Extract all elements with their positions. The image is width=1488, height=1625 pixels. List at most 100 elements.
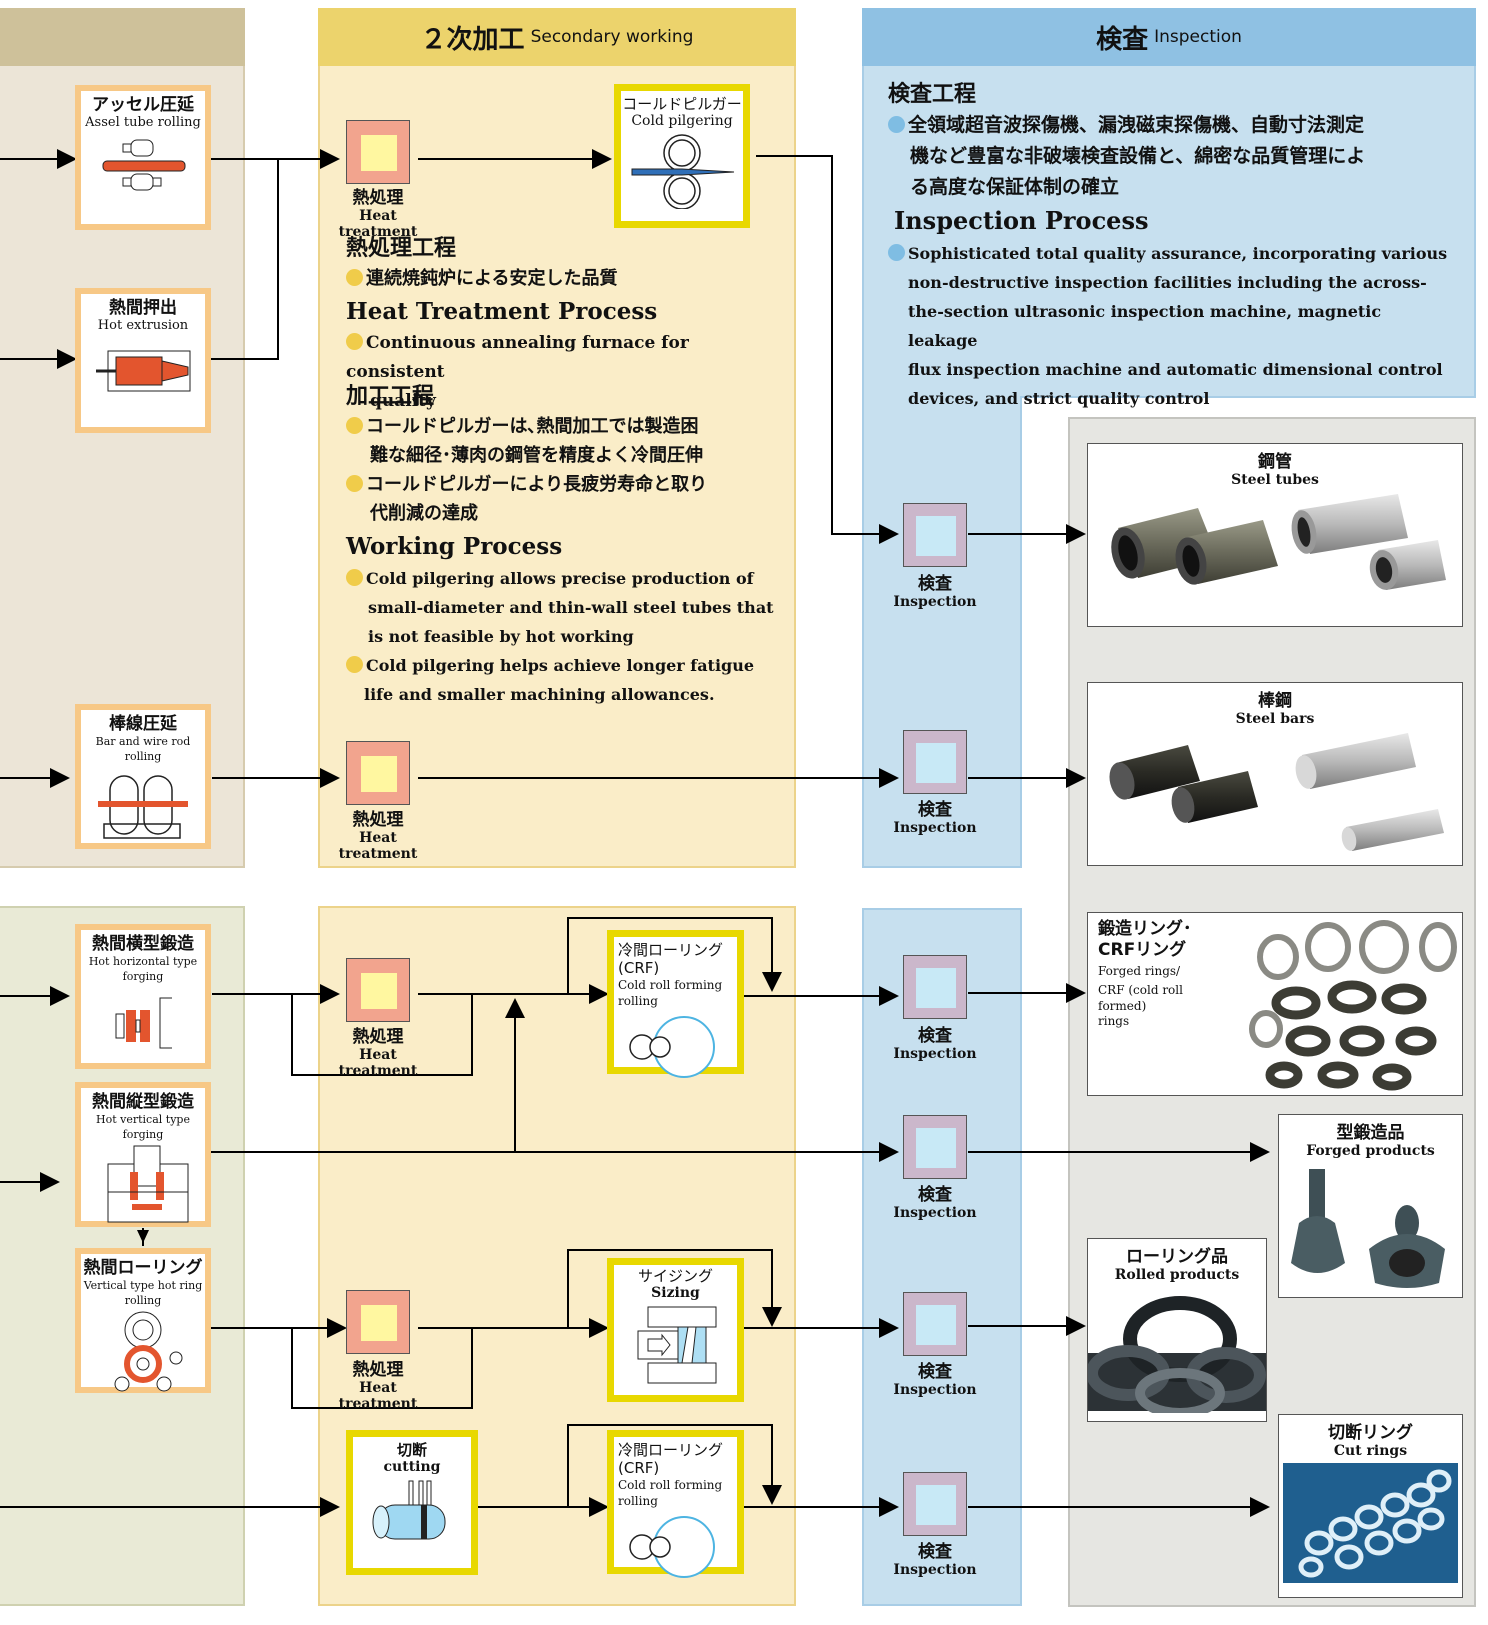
hot-extrusion-label-jp: 熱間押出: [109, 298, 177, 318]
heat-treatment-icon: [346, 1290, 410, 1354]
hot-extrusion-box: 熱間押出 Hot extrusion: [75, 288, 211, 433]
cut-rings-label-jp: 切断リング: [1328, 1423, 1413, 1443]
bar-wire-rod-rolling-box: 棒線圧延 Bar and wire rod rolling: [75, 704, 211, 849]
hot-extrusion-label-en: Hot extrusion: [97, 318, 189, 333]
inspection-bullet-jp: 全領域超音波探傷機、漏洩磁束探傷機、自動寸法測定: [888, 110, 1448, 141]
heat-treatment-icon: [346, 120, 410, 184]
hot-vertical-forging-box: 熱間縦型鍛造 Hot vertical type forging: [75, 1082, 211, 1227]
heat-process-title-jp: 熱処理工程: [346, 236, 457, 261]
heat-treatment-icon: [346, 958, 410, 1022]
hot-ring-label-jp: 熱間ローリング: [83, 1258, 203, 1278]
steel-tubes-product: 鋼管 Steel tubes: [1087, 443, 1463, 627]
working-bullet-en-1: Cold pilgering allows precise production…: [346, 564, 776, 593]
rolled-products-label-jp: ローリング品: [1126, 1247, 1228, 1267]
crf-label-jp: 冷間ローリング(CRF): [618, 941, 724, 977]
cutting-label-en: cutting: [383, 1459, 441, 1475]
steel-bars-product: 棒鋼 Steel bars: [1087, 682, 1463, 866]
hot-horizontal-label-en: Hot horizontal type forging: [88, 955, 198, 983]
forged-rings-labels: 鍛造リング･ CRFリング Forged rings/ CRF (cold ro…: [1098, 919, 1192, 1028]
sizing-label-en: Sizing: [651, 1285, 700, 1301]
steel-tubes-label-jp: 鋼管: [1258, 452, 1292, 472]
horizontal-forging-icon: [115, 997, 172, 1049]
primary-working-header: [0, 8, 245, 66]
steel-bars-label-jp: 棒鋼: [1258, 691, 1292, 711]
steel-tubes-image: [1111, 494, 1446, 590]
forged-products-label-jp: 型鍛造品: [1336, 1123, 1405, 1143]
cut-rings-label-en: Cut rings: [1333, 1443, 1408, 1459]
heat-treatment-process-text: 熱処理工程 連続焼鈍炉による安定した品質 Heat Treatment Proc…: [346, 234, 766, 416]
cold-roll-forming-box: 冷間ローリング(CRF) Cold roll forming rolling: [607, 1430, 744, 1578]
inspection-bullet-jp-cont2: る高度な保証体制の確立: [910, 176, 1120, 198]
heat-process-bullet-en: Continuous annealing furnace for consist…: [346, 329, 766, 387]
assel-tube-rolling-box: アッセル圧延 Assel tube rolling: [75, 85, 211, 230]
sizing-label-jp: サイジング: [637, 1267, 713, 1285]
steel-bars-label-en: Steel bars: [1235, 711, 1315, 727]
forged-products-product: 型鍛造品 Forged products: [1278, 1114, 1463, 1298]
forged-rings-product: 鍛造リング･ CRFリング Forged rings/ CRF (cold ro…: [1087, 912, 1463, 1096]
assel-label-en: Assel tube rolling: [85, 115, 201, 130]
inspection-bullet-jp-cont: 機など豊富な非破壊検査設備と、綿密な品質管理によ: [910, 145, 1366, 167]
cold-roll-forming-box: 冷間ローリング(CRF) Cold roll forming rolling: [607, 930, 744, 1078]
working-bullet-jp-2-cont: 代削減の達成: [370, 503, 478, 524]
heat-process-bullet-en-cont: quality: [370, 391, 436, 411]
rolled-products-image: [1086, 1296, 1266, 1418]
heat-process-title-en: Heat Treatment Process: [346, 298, 658, 325]
heat-treatment-icon: [346, 741, 410, 805]
cold-pilgering-box: コールドピルガー Cold pilgering: [614, 84, 750, 228]
inspection-bullet-en-cont2: the-section ultrasonic inspection machin…: [908, 302, 1382, 350]
working-bullet-en-1-cont: small-diameter and thin-wall steel tubes…: [368, 598, 774, 617]
inspection-icon: [903, 955, 967, 1019]
forged-products-label-en: Forged products: [1306, 1143, 1435, 1159]
crf-label-jp: 冷間ローリング(CRF): [618, 1441, 724, 1477]
bar-rolling-mill-icon: [98, 775, 188, 839]
working-process-title-en: Working Process: [346, 533, 563, 560]
working-process-text: 加工工程 コールドピルガーは､熱間加工では製造困 難な細径･薄肉の鋼管を精度よく…: [346, 382, 776, 709]
hot-ring-label-en: Vertical type hot ring rolling: [83, 1279, 203, 1307]
cutting-label-jp: 切断: [396, 1441, 427, 1459]
cold-roll-forming-icon: [629, 1016, 715, 1078]
cold-pilgering-label-jp: コールドピルガー: [622, 95, 742, 113]
inspection-icon: [903, 503, 967, 567]
working-bullet-jp-1: コールドピルガーは､熱間加工では製造困: [346, 412, 776, 441]
crf-label-en: Cold roll forming rolling: [618, 978, 723, 1008]
working-bullet-jp-2: コールドピルガーにより長疲労寿命と取り: [346, 470, 776, 499]
working-bullet-jp-1-cont: 難な細径･薄肉の鋼管を精度よく冷間圧伸: [370, 445, 703, 466]
hot-extrusion-icon: [96, 350, 191, 392]
rolled-products-product: ローリング品 Rolled products: [1086, 1238, 1267, 1422]
working-process-title-jp: 加工工程: [346, 384, 435, 409]
rolled-products-label-en: Rolled products: [1114, 1267, 1240, 1283]
cold-pilgering-label-en: Cold pilgering: [631, 113, 733, 129]
inspection-bullet-en-cont4: devices, and strict quality control: [908, 389, 1210, 408]
working-bullet-en-2: Cold pilgering helps achieve longer fati…: [346, 651, 776, 680]
inspection-bullet-en-cont: non-destructive inspection facilities in…: [908, 273, 1427, 292]
assel-label-jp: アッセル圧延: [92, 95, 194, 115]
ring-rolling-icon: [114, 1311, 183, 1392]
inspection-icon: [903, 1472, 967, 1536]
cutting-icon: [372, 1480, 446, 1540]
hot-vertical-label-en: Hot vertical type forging: [96, 1113, 190, 1141]
hot-horizontal-label-jp: 熱間横型鍛造: [92, 934, 194, 954]
steel-tubes-label-en: Steel tubes: [1231, 472, 1319, 488]
forged-products-image: [1291, 1169, 1445, 1288]
working-bullet-en-2-cont: life and smaller machining allowances.: [364, 685, 715, 704]
cold-pilgering-icon: [631, 134, 735, 210]
hot-horizontal-forging-box: 熱間横型鍛造 Hot horizontal type forging: [75, 924, 211, 1069]
heat-process-bullet-jp: 連続焼鈍炉による安定した品質: [346, 264, 766, 293]
cutting-box: 切断 cutting: [346, 1430, 478, 1575]
working-bullet-en-1-cont2: is not feasible by hot working: [368, 627, 634, 646]
hot-ring-rolling-box: 熱間ローリング Vertical type hot ring rolling: [75, 1248, 211, 1393]
inspection-icon: [903, 1115, 967, 1179]
inspection-bullet-en-cont3: flux inspection machine and automatic di…: [908, 360, 1443, 379]
sizing-box: サイジング Sizing: [607, 1258, 744, 1402]
